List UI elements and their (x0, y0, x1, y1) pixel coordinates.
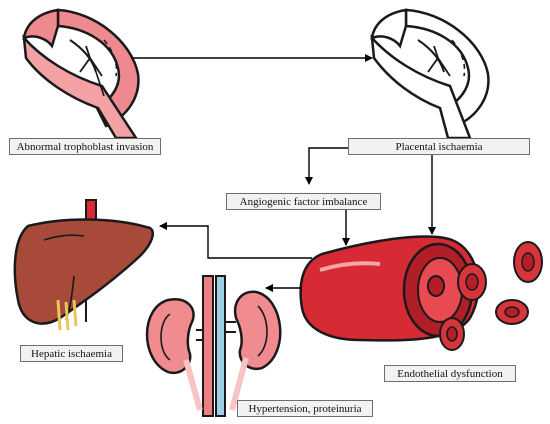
label-endothelial-dysfunction: Endothelial dysfunction (384, 365, 516, 382)
placenta-outline-icon (370, 8, 490, 140)
blood-vessel-icon (299, 235, 480, 342)
label-placental-ischaemia: Placental ischaemia (348, 138, 530, 155)
label-hepatic-ischaemia: Hepatic ischaemia (20, 345, 123, 362)
arrow-vessel-to-liver (159, 222, 312, 259)
flow-arrows (131, 54, 436, 292)
placenta-icon (22, 8, 140, 140)
arrow-placental-to-angiogenic (305, 147, 349, 185)
label-angiogenic-factor-imbalance: Angiogenic factor imbalance (226, 193, 381, 210)
label-abnormal-trophoblast-invasion: Abnormal trophoblast invasion (9, 138, 161, 155)
label-hypertension-proteinuria: Hypertension, proteinuria (237, 400, 373, 417)
red-blood-cell-icon (439, 241, 543, 351)
liver-icon (13, 199, 154, 331)
kidneys-icon (145, 275, 282, 417)
